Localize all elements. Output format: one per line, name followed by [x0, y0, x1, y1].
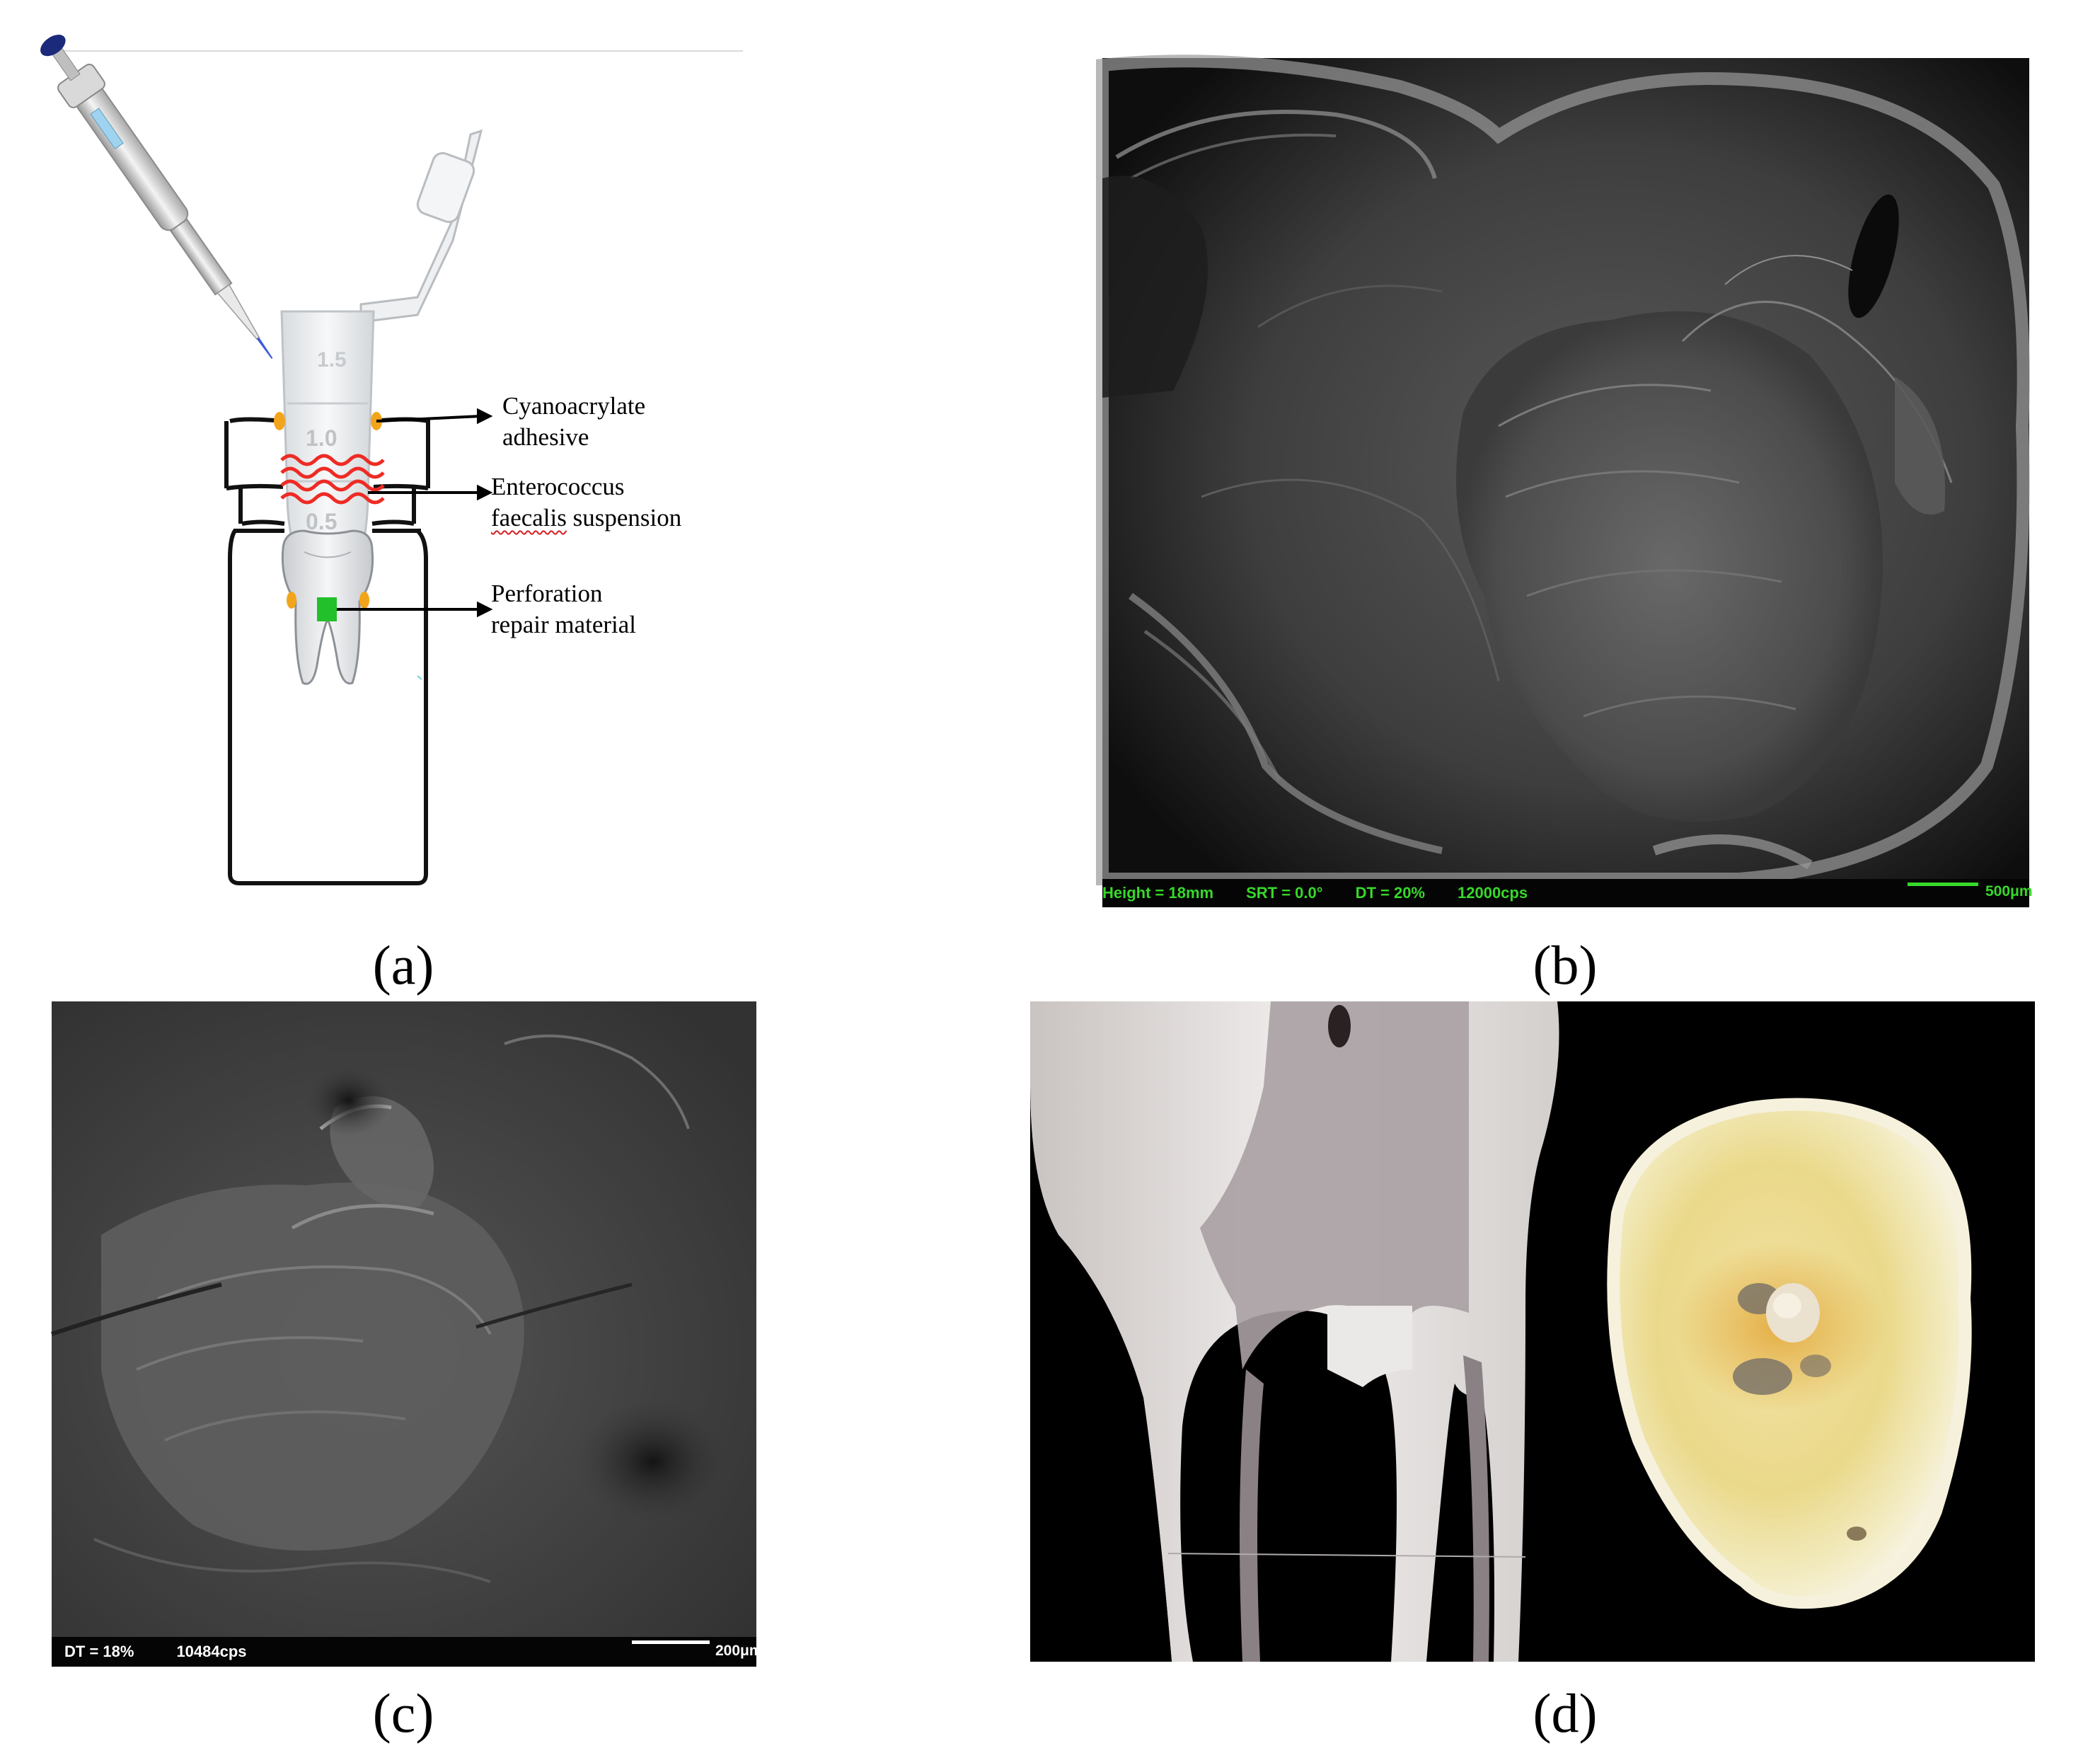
callout-repair-line1: Perforation — [491, 580, 603, 607]
panel-label-d: (d) — [1533, 1682, 1598, 1744]
sem-b-height: Height = 18mm — [1102, 884, 1214, 902]
callout-suspension-species: faecalis — [491, 504, 567, 531]
sem-b-scale-label: 500μm — [1985, 883, 2033, 900]
panel-label-b: (b) — [1533, 934, 1598, 996]
panel-label-c: (c) — [372, 1682, 434, 1744]
callout-repair: Perforation repair material — [491, 578, 636, 640]
tube-mark-1.0: 1.0 — [306, 425, 337, 451]
panel-b-sem-image: Height = 18mm SRT = 0.0° DT = 20% 12000c… — [1096, 54, 2033, 907]
sem-b-scale-bar — [1908, 883, 1978, 886]
sem-info-bar-b: Height = 18mm SRT = 0.0° DT = 20% 12000c… — [1102, 879, 2029, 907]
callout-suspension-rest: suspension — [566, 504, 682, 531]
callout-suspension: Enterococcus faecalis suspension — [491, 471, 681, 534]
tooth-photographs — [1030, 1001, 2035, 1662]
adhesive-dot-lower-left — [287, 592, 296, 609]
sem-micrograph-c — [51, 1001, 756, 1638]
callout-adhesive-line1: Cyanoacrylate — [502, 392, 646, 420]
sem-b-srt: SRT = 0.0° — [1246, 884, 1323, 902]
sem-b-dt: DT = 20% — [1355, 884, 1425, 902]
repair-material-block — [317, 597, 337, 621]
adhesive-dot-left — [274, 412, 285, 430]
sem-c-dt: DT = 18% — [64, 1643, 134, 1660]
panel-c-sem-image: DT = 18% 10484cps 200μm — [51, 1001, 763, 1667]
tube-mark-1.5: 1.5 — [317, 348, 347, 372]
pipette-icon — [40, 35, 273, 360]
callout-adhesive-line2: adhesive — [502, 423, 589, 451]
adhesive-dot-lower-right — [359, 592, 369, 609]
sem-c-cps: 10484cps — [176, 1643, 247, 1660]
suspension-waves-icon — [280, 454, 385, 505]
panel-a: 1.5 1.0 0.5 — [40, 35, 764, 906]
tube-lid-icon — [359, 129, 483, 323]
callout-arrows — [337, 408, 493, 618]
sem-micrograph-b — [1096, 54, 2030, 885]
sem-c-scale-bar — [632, 1640, 710, 1644]
panel-d-photo — [1030, 1001, 2035, 1662]
experimental-setup-diagram: 1.5 1.0 0.5 — [40, 35, 743, 885]
callout-repair-line2: repair material — [491, 611, 637, 638]
callout-adhesive: Cyanoacrylate adhesive — [502, 391, 645, 453]
sem-c-scale-label: 200μm — [715, 1643, 763, 1659]
tube-mark-0.5: 0.5 — [306, 509, 337, 534]
sem-b-cps: 12000cps — [1458, 884, 1528, 902]
panel-label-a: (a) — [372, 934, 434, 996]
callout-suspension-line1: Enterococcus — [491, 473, 625, 500]
